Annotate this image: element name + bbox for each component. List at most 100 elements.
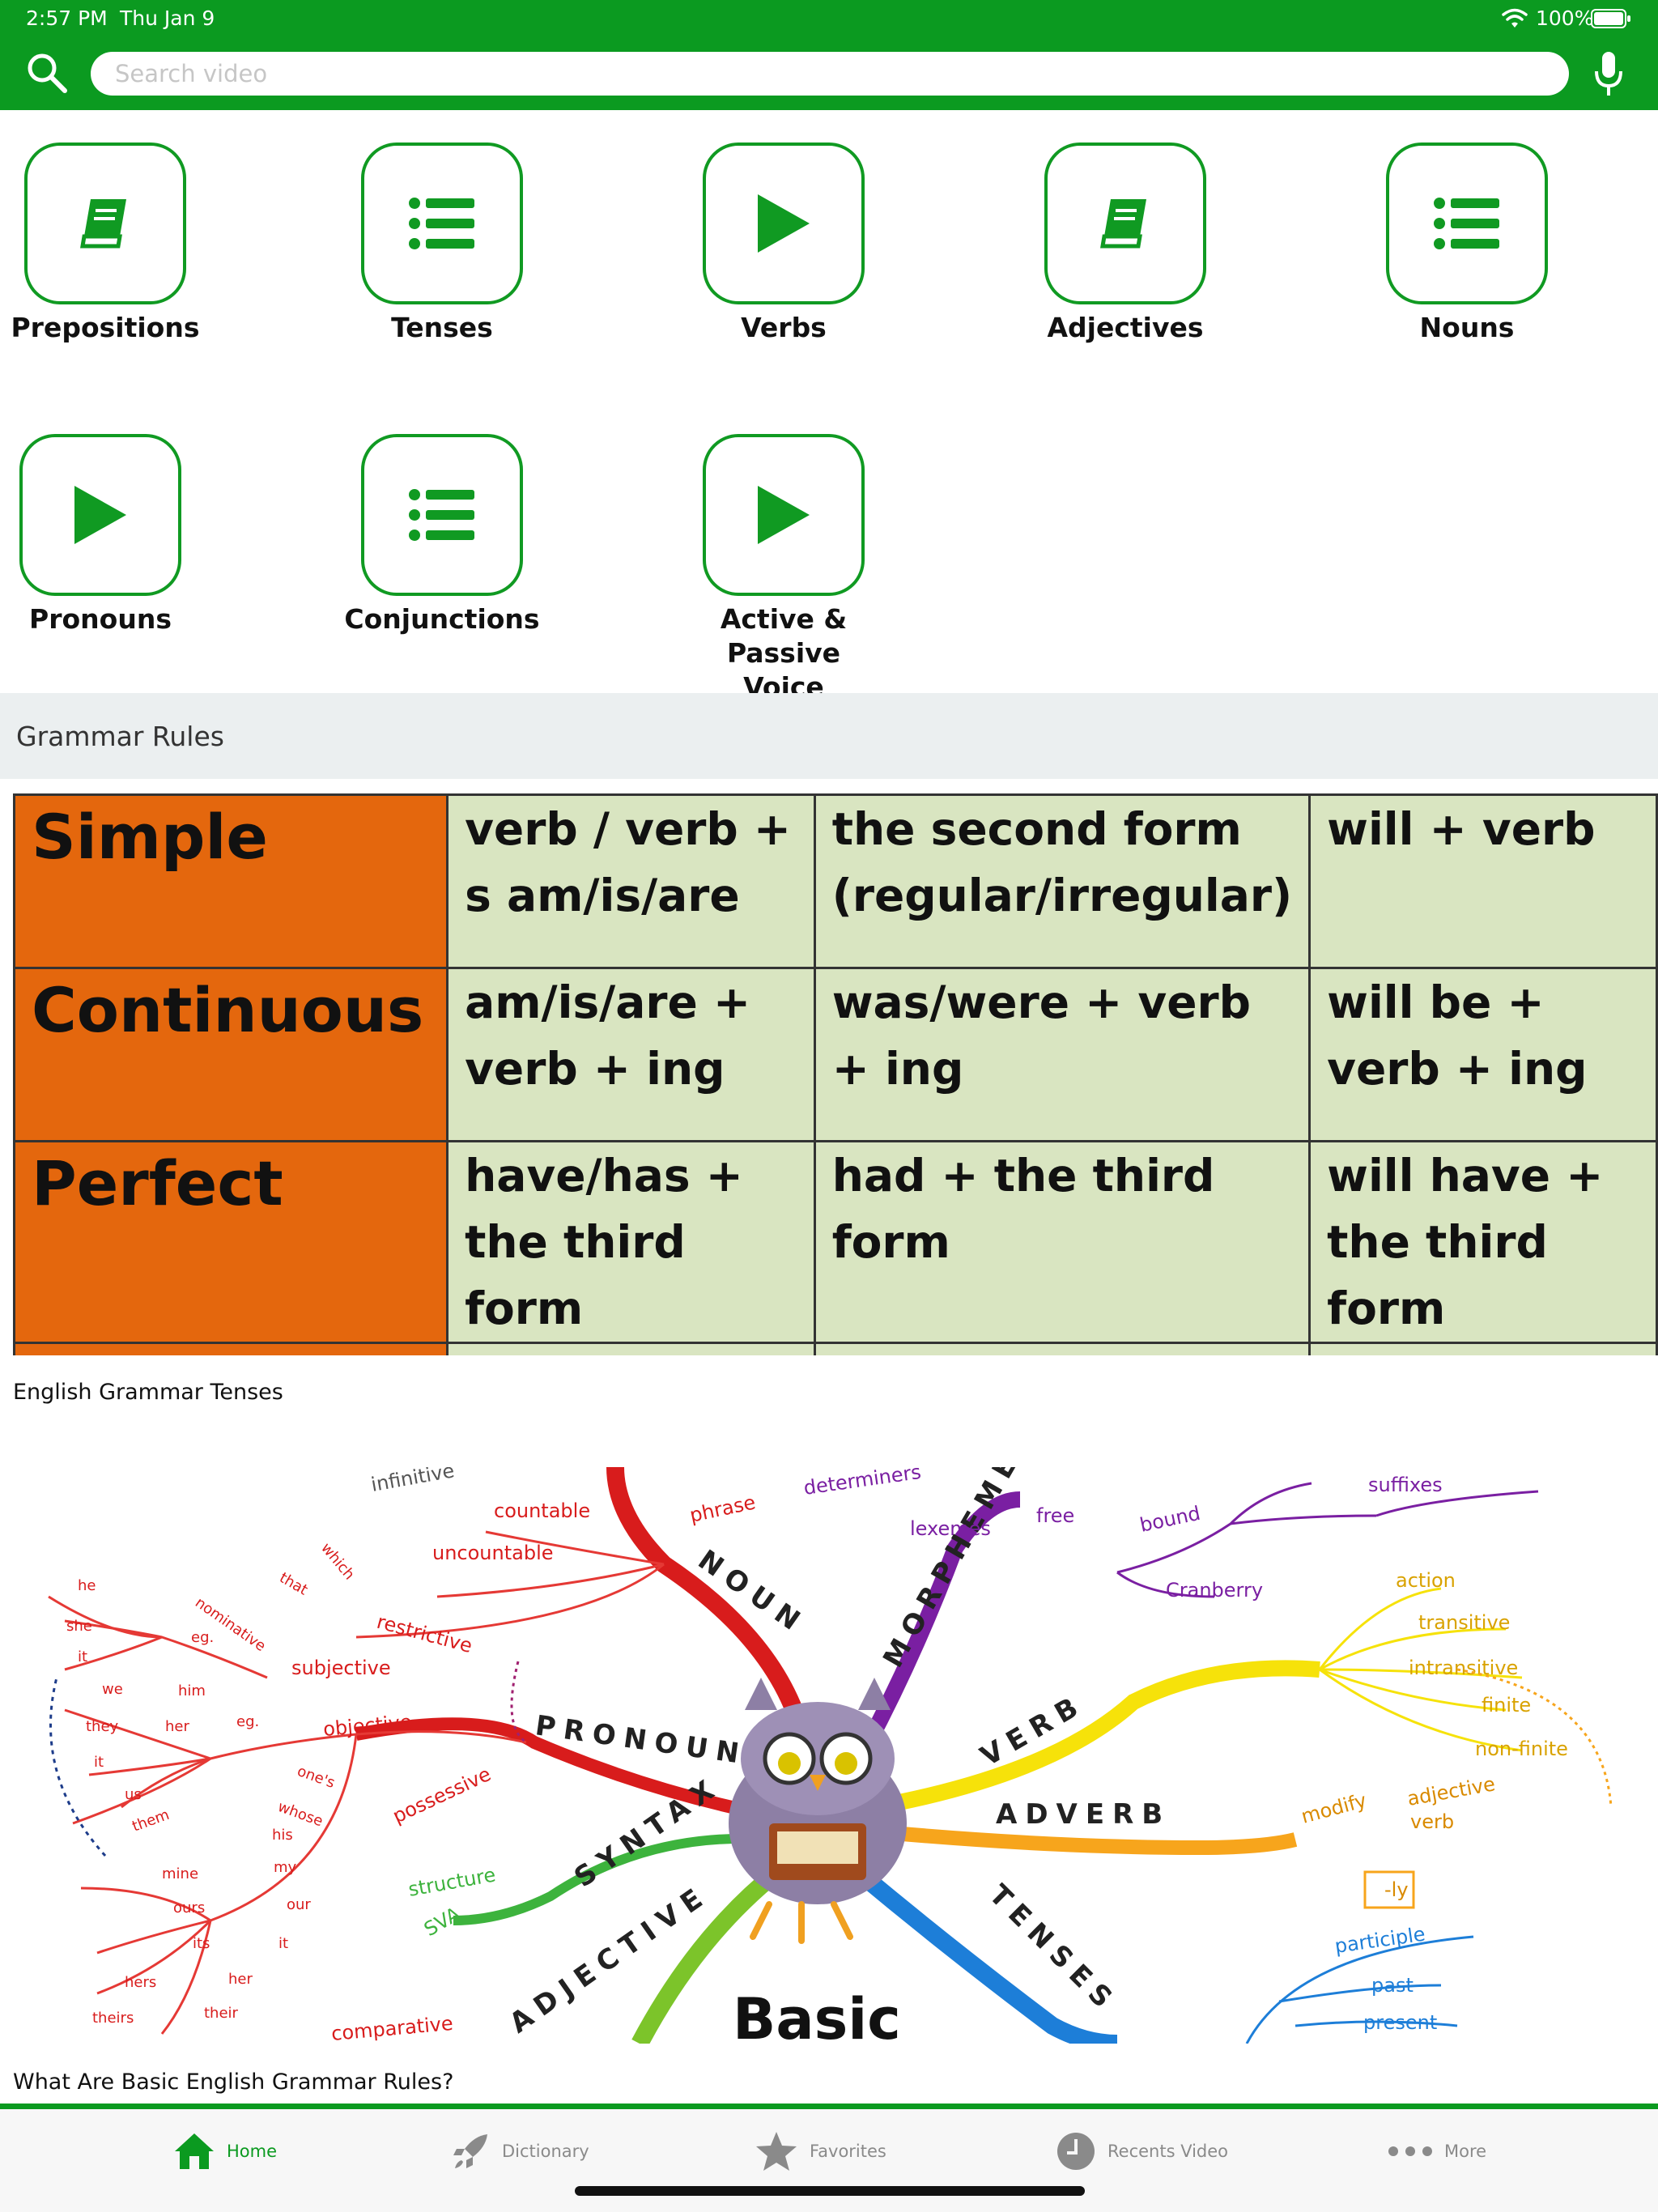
svg-text:which: which bbox=[317, 1540, 358, 1584]
mindmap-illustration: NOUN MORPHEME VERB ADVERB TENSES ADJECTI… bbox=[48, 1467, 1613, 2044]
category-tile[interactable] bbox=[1044, 143, 1206, 304]
category-verbs[interactable]: Verbs bbox=[678, 143, 889, 345]
video-title[interactable]: English Grammar Tenses bbox=[13, 1380, 283, 1405]
tab-recents-video[interactable]: Recents Video bbox=[1056, 2125, 1228, 2177]
tab-more[interactable]: More bbox=[1388, 2125, 1486, 2177]
category-tenses[interactable]: Tenses bbox=[337, 143, 547, 345]
battery-percent: 100% bbox=[1536, 6, 1594, 30]
svg-text:hers: hers bbox=[125, 1974, 156, 1991]
tense-cell: have/has + the third form bbox=[446, 1140, 816, 1344]
svg-text:their: their bbox=[204, 2005, 239, 2022]
section-title: Grammar Rules bbox=[16, 721, 224, 752]
svg-text:his: his bbox=[272, 1827, 293, 1844]
svg-text:suffixes: suffixes bbox=[1368, 1474, 1443, 1496]
tab-label: Dictionary bbox=[502, 2142, 589, 2161]
category-prepositions[interactable]: Prepositions bbox=[0, 143, 210, 345]
category-label: Adjectives bbox=[1047, 312, 1204, 343]
svg-text:non-finite: non-finite bbox=[1475, 1738, 1568, 1760]
svg-text:theirs: theirs bbox=[92, 2010, 134, 2027]
play-icon bbox=[758, 194, 810, 253]
tab-home[interactable]: Home bbox=[173, 2125, 277, 2177]
tense-name: Continuous bbox=[12, 967, 449, 1142]
svg-text:they: they bbox=[86, 1718, 119, 1735]
category-tile[interactable] bbox=[703, 434, 865, 596]
category-tile[interactable] bbox=[19, 434, 181, 596]
category-tile[interactable] bbox=[703, 143, 865, 304]
tense-cell: had been + verb + bbox=[813, 1342, 1312, 1355]
svg-text:intransitive: intransitive bbox=[1409, 1657, 1518, 1679]
svg-text:her: her bbox=[228, 1971, 253, 1988]
svg-text:mine: mine bbox=[162, 1865, 198, 1882]
video-thumbnail-tenses[interactable]: Simple verb / verb + s am/is/are the sec… bbox=[0, 779, 1658, 1355]
tab-favorites[interactable]: Favorites bbox=[755, 2125, 886, 2177]
svg-text:us: us bbox=[125, 1786, 142, 1803]
video-thumbnail-grammar-rules[interactable]: NOUN MORPHEME VERB ADVERB TENSES ADJECTI… bbox=[0, 1467, 1658, 2044]
category-tile[interactable] bbox=[1386, 143, 1548, 304]
video-title[interactable]: What Are Basic English Grammar Rules? bbox=[13, 2069, 454, 2095]
clock-icon bbox=[1057, 2133, 1095, 2170]
tense-cell: will be + verb + ing bbox=[1308, 967, 1658, 1142]
tense-cell: will + verb bbox=[1308, 793, 1658, 969]
category-label: Verbs bbox=[741, 312, 827, 343]
svg-text:she: she bbox=[66, 1618, 92, 1635]
svg-text:him: him bbox=[178, 1682, 206, 1699]
svg-text:determiners: determiners bbox=[802, 1467, 922, 1499]
category-label: Active & Passive Voice bbox=[720, 603, 848, 703]
category-active-passive-voice[interactable]: Active & Passive Voice bbox=[678, 434, 889, 704]
tense-name: Perfect bbox=[12, 1140, 449, 1344]
star-icon bbox=[756, 2132, 797, 2171]
category-tile[interactable] bbox=[361, 434, 523, 596]
microphone-icon[interactable] bbox=[1593, 50, 1624, 99]
svg-text:them: them bbox=[130, 1806, 172, 1836]
svg-text:one's: one's bbox=[295, 1763, 337, 1792]
svg-text:present: present bbox=[1363, 2011, 1437, 2034]
category-nouns[interactable]: Nouns bbox=[1362, 143, 1572, 345]
svg-text:her: her bbox=[165, 1718, 189, 1735]
svg-text:whose: whose bbox=[275, 1798, 325, 1830]
svg-text:we: we bbox=[102, 1681, 123, 1698]
table-row: Continuous am/is/are + verb + ing was/we… bbox=[12, 967, 1658, 1142]
list-icon bbox=[409, 198, 474, 249]
svg-text:ADVERB: ADVERB bbox=[996, 1798, 1171, 1831]
wifi-icon bbox=[1502, 8, 1528, 28]
category-pronouns[interactable]: Pronouns bbox=[0, 434, 206, 636]
category-label: Nouns bbox=[1419, 312, 1515, 343]
svg-text:structure: structure bbox=[406, 1863, 497, 1900]
svg-text:adjective: adjective bbox=[1405, 1772, 1497, 1810]
svg-text:possessive: possessive bbox=[389, 1763, 495, 1827]
tense-name: Simple bbox=[12, 793, 449, 969]
play-icon bbox=[758, 486, 810, 544]
svg-text:Cranberry: Cranberry bbox=[1166, 1579, 1263, 1602]
svg-text:our: our bbox=[287, 1896, 311, 1913]
search-icon[interactable] bbox=[24, 50, 70, 96]
svg-text:MORPHEME: MORPHEME bbox=[877, 1467, 1027, 1674]
tense-cell: the second form (regular/irregular) bbox=[813, 793, 1312, 969]
tab-dictionary[interactable]: Dictionary bbox=[450, 2125, 589, 2177]
svg-text:action: action bbox=[1396, 1569, 1456, 1592]
search-bar bbox=[0, 45, 1658, 102]
svg-text:phrase: phrase bbox=[687, 1491, 757, 1526]
category-conjunctions[interactable]: Conjunctions bbox=[337, 434, 547, 636]
tense-cell: was/were + verb + ing bbox=[813, 967, 1312, 1142]
app-header: 2:57 PM Thu Jan 9 100% bbox=[0, 0, 1658, 110]
tense-cell: will have been bbox=[1308, 1342, 1658, 1355]
category-tile[interactable] bbox=[24, 143, 186, 304]
category-label: Pronouns bbox=[29, 603, 172, 635]
status-date: Thu Jan 9 bbox=[120, 6, 215, 30]
svg-text:eg.: eg. bbox=[236, 1713, 259, 1730]
book-icon bbox=[80, 199, 126, 249]
home-indicator[interactable] bbox=[575, 2186, 1085, 2196]
category-adjectives[interactable]: Adjectives bbox=[1020, 143, 1231, 345]
svg-text:modify: modify bbox=[1299, 1789, 1369, 1827]
table-row: Perfect have/has been had been + verb + … bbox=[12, 1342, 1658, 1355]
category-tile[interactable] bbox=[361, 143, 523, 304]
tab-label: More bbox=[1444, 2142, 1487, 2161]
svg-text:restrictive: restrictive bbox=[374, 1610, 474, 1657]
tense-cell: verb / verb + s am/is/are bbox=[446, 793, 816, 969]
category-label: Tenses bbox=[391, 312, 493, 343]
svg-text:its: its bbox=[193, 1935, 210, 1952]
svg-text:it: it bbox=[94, 1754, 104, 1771]
search-input[interactable] bbox=[91, 52, 1569, 96]
svg-text:eg.: eg. bbox=[191, 1629, 214, 1646]
table-row: Perfect have/has + the third form had + … bbox=[12, 1140, 1658, 1344]
